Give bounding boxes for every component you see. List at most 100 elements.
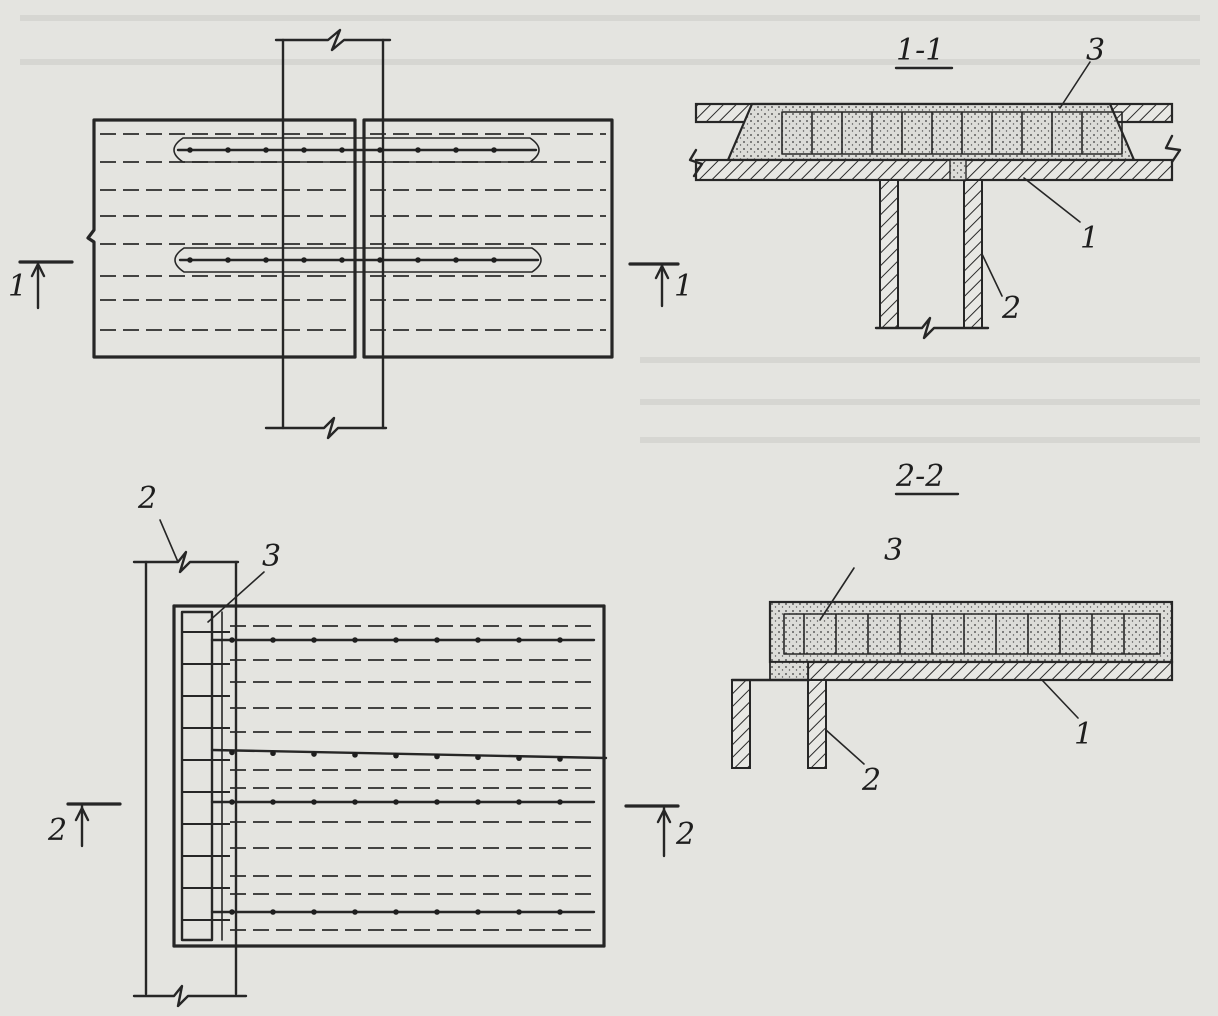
leader-2 <box>981 253 1003 297</box>
rebar-dot <box>557 637 563 643</box>
section-marker-2-left: 2 <box>47 802 122 848</box>
leader-2-plan <box>159 519 179 563</box>
hidden-lines-plan1 <box>100 133 606 331</box>
joint-fill <box>949 159 967 181</box>
rebar-dot <box>393 752 399 759</box>
rebar-dot <box>187 257 193 263</box>
rebar-dot <box>352 752 358 758</box>
section-marker-label: 2 <box>47 813 67 848</box>
rebar-dot <box>270 750 276 757</box>
plan-view-joint-2: 2 3 2 2 <box>47 481 695 1008</box>
rebar-dot <box>311 799 317 805</box>
rebar-dot <box>393 637 399 643</box>
rebar-dot <box>263 147 269 153</box>
rebar-dot <box>393 799 399 805</box>
leader-1 <box>1023 177 1081 223</box>
callout-3-s2: 3 <box>884 533 903 568</box>
break-mark-left <box>688 148 704 178</box>
rebar-cage-1 <box>781 111 1123 155</box>
rebar-dot <box>491 257 497 263</box>
plan-view-joint-1: 1 1 <box>8 28 693 440</box>
leader-3-s2 <box>819 567 855 621</box>
slab-bottom-layer <box>694 158 1174 182</box>
section-marker-1-right: 1 <box>628 262 693 308</box>
rebar-dot <box>475 637 481 643</box>
rebar-dot <box>516 755 522 761</box>
section-2-2: 2-2 3 1 2 <box>730 459 1174 798</box>
support-wall-right <box>807 679 827 769</box>
rebar-dots-plan2 <box>229 637 563 915</box>
section-title-2-2: 2-2 <box>895 459 944 494</box>
rebar-dot <box>229 799 235 805</box>
rebar-loop-upper <box>173 137 540 163</box>
rebar-dot <box>516 637 522 643</box>
rebar-dot <box>377 257 383 263</box>
slab-2-bottom-layer <box>806 660 1174 682</box>
rebar-dot <box>557 799 563 805</box>
edge-cage <box>180 610 214 942</box>
section-1-1: 1-1 3 1 2 <box>688 33 1182 340</box>
rebar-dot <box>187 147 193 153</box>
callout-3: 3 <box>1086 33 1105 68</box>
rebar-dot <box>434 909 440 915</box>
slab-right-outline <box>362 118 614 359</box>
rebar-dot <box>352 799 358 805</box>
rebar-dot <box>352 637 358 643</box>
rebar-dot <box>475 909 481 915</box>
rebar-loop-lower <box>174 247 542 273</box>
leader-3 <box>1059 61 1091 109</box>
break-mark-right <box>1164 134 1182 164</box>
rebar-dot <box>229 749 235 756</box>
rebar-dot <box>434 799 440 805</box>
section-marker-label: 2 <box>675 817 695 852</box>
rebar-dot <box>270 799 276 805</box>
rebar-dot <box>263 257 269 263</box>
rebar-dot <box>311 637 317 643</box>
rebar-dot <box>415 147 421 153</box>
section-marker-2-right: 2 <box>624 804 695 858</box>
callout-2: 2 <box>1001 291 1021 326</box>
edge-fill <box>769 661 809 681</box>
rebar-dot <box>516 909 522 915</box>
section-marker-label: 1 <box>674 269 693 304</box>
rebar-dot <box>475 799 481 805</box>
rebar-dot <box>475 754 481 761</box>
rebar-dot <box>352 909 358 915</box>
rebar-dot <box>377 147 383 153</box>
support-wall-left <box>731 679 751 769</box>
rebar-dot <box>225 147 231 153</box>
rebar-dot <box>225 257 231 263</box>
rebar-dot <box>270 909 276 915</box>
callout-2-plan: 2 <box>137 481 157 516</box>
rebar-dot <box>339 147 345 153</box>
leader-2-s2 <box>825 729 865 765</box>
section-marker-label: 1 <box>8 269 27 304</box>
rebar-dot <box>453 257 459 263</box>
rebar-dot <box>270 637 276 643</box>
beam-break-bottom <box>264 416 388 440</box>
rebar-dot <box>415 257 421 263</box>
rebar-dot <box>229 909 235 915</box>
rebar-dot <box>453 147 459 153</box>
rebar-dot <box>557 909 563 915</box>
rebar-dot <box>393 909 399 915</box>
beam2-break-bottom <box>132 984 248 1008</box>
slab-left-outline <box>86 118 357 359</box>
rebar-dots-plan1 <box>187 147 497 263</box>
rebar-dot <box>339 257 345 263</box>
rebar-dot <box>491 147 497 153</box>
beam-break-1-1 <box>874 316 990 340</box>
rebar-bars-plan2 <box>210 638 608 914</box>
callout-2-s2: 2 <box>861 763 881 798</box>
leader-3-plan <box>207 571 265 623</box>
callout-1: 1 <box>1080 221 1099 256</box>
rebar-dot <box>311 909 317 915</box>
leader-1-s2 <box>1041 679 1079 719</box>
rebar-dot <box>301 257 307 263</box>
rebar-dot <box>301 147 307 153</box>
rebar-dot <box>434 753 440 760</box>
callout-1-s2: 1 <box>1074 717 1093 752</box>
rebar-dot <box>557 756 563 762</box>
